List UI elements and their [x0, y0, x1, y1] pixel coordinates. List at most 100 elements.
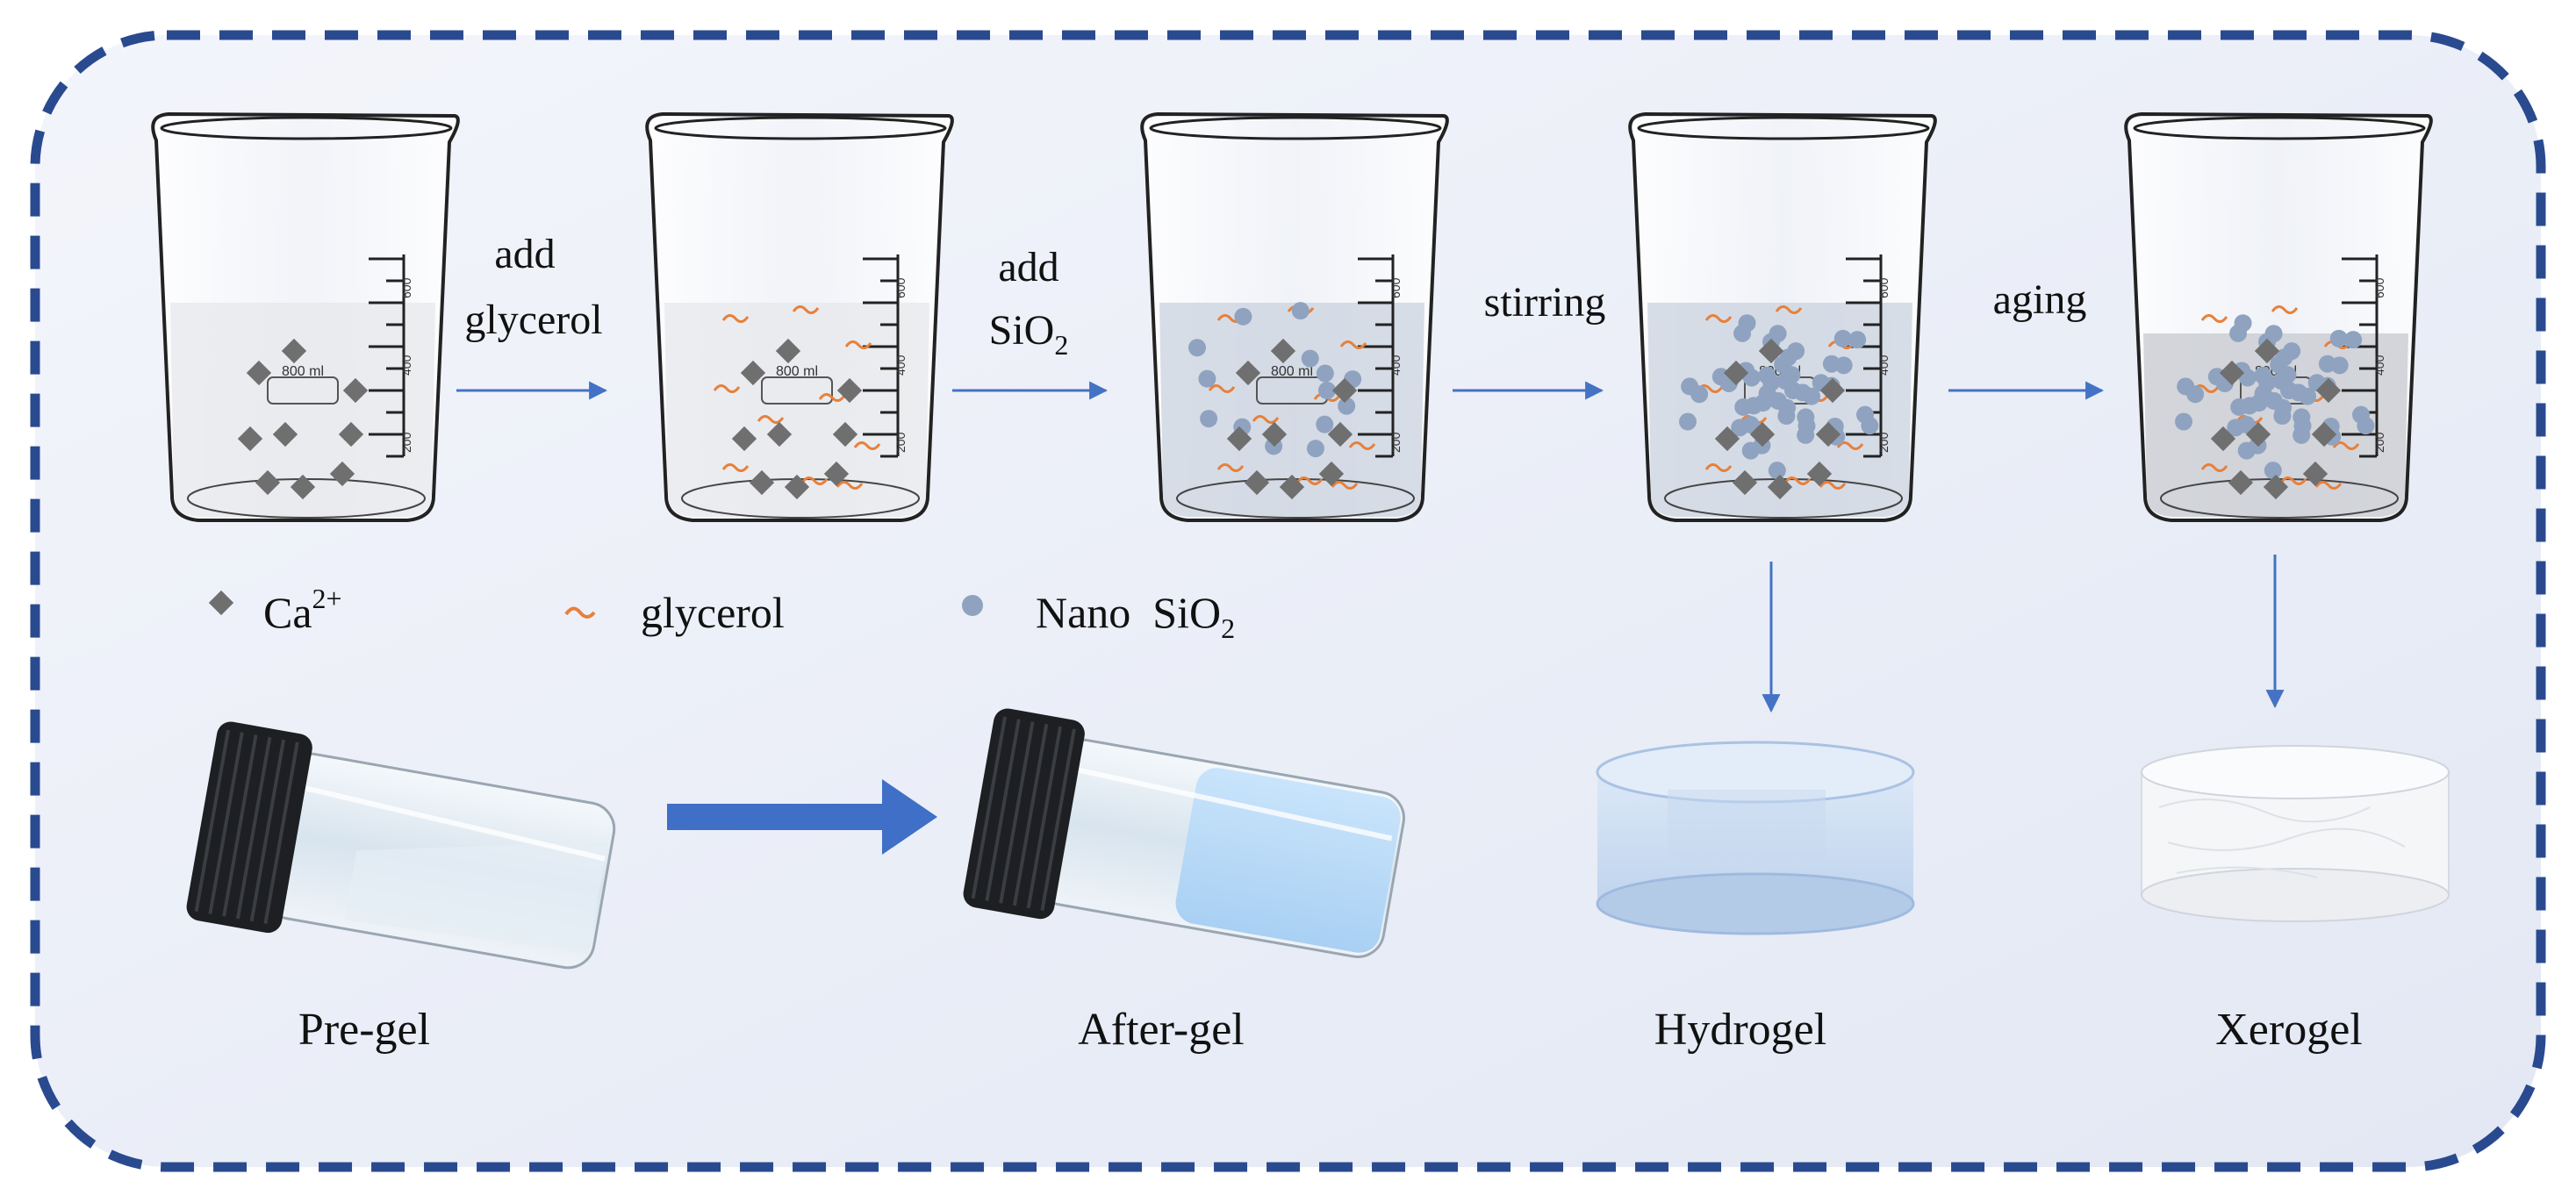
beaker-scale-tick: 400: [2372, 354, 2386, 376]
beaker-scale-tick: 400: [399, 354, 413, 376]
glycerol-molecule: [1704, 463, 1733, 472]
ca-ion: [740, 360, 766, 386]
glycerol-molecule: [2200, 463, 2228, 472]
ca-ion: [255, 469, 281, 496]
ca-ion: [2254, 338, 2280, 364]
legend-ca-sup: 2+: [312, 583, 342, 614]
sio2-particle: [2293, 426, 2311, 444]
sio2-particle: [1777, 407, 1796, 426]
ca-ion: [2245, 421, 2271, 448]
pre-gel-vial-cap: [186, 721, 312, 934]
sio2-particle: [2299, 387, 2317, 405]
ca-ion: [1714, 426, 1740, 452]
beaker-volume-label: 800 ml: [282, 364, 324, 379]
glycerol-molecule: [713, 384, 741, 393]
sio2-particle: [2230, 397, 2249, 416]
glycerol-molecule: [721, 314, 750, 323]
sio2-particle: [1769, 391, 1787, 410]
beaker-volume-label: 800 ml: [776, 364, 818, 379]
arrow-label-add-2: add: [998, 244, 1058, 290]
ca-ion: [1235, 360, 1261, 386]
label-after-gel: After-gel: [1078, 1005, 1245, 1055]
sio2-particle: [1291, 302, 1310, 320]
sio2-particle: [1316, 364, 1334, 383]
glycerol-molecule: [757, 415, 785, 424]
ca-ion: [2311, 421, 2337, 448]
ca-ion: [2228, 469, 2254, 496]
beaker-scale-tick: 200: [2372, 432, 2386, 453]
glycerol-molecule: [1331, 481, 1359, 490]
beaker-scale-tick: 600: [399, 277, 413, 298]
ca-ion: [2315, 377, 2342, 404]
arrow-label-add-1: add: [494, 231, 555, 277]
ca-ion: [1261, 421, 1288, 448]
glycerol-molecule: [2279, 476, 2307, 485]
ca-ion: [2263, 474, 2289, 500]
ca-ion: [281, 338, 307, 364]
sio2-particle: [2254, 366, 2272, 384]
sio2-particle: [2234, 314, 2252, 333]
sio2-particle: [2273, 407, 2292, 426]
ca-ion: [1279, 474, 1305, 500]
sio2-particle: [1318, 382, 1336, 399]
sio2-particle: [1338, 397, 1356, 415]
glycerol-molecule: [1216, 463, 1245, 472]
sio2-particle: [1188, 339, 1207, 357]
beaker-scale-tick: 600: [1876, 277, 1891, 298]
glycerol-molecule: [844, 340, 872, 349]
glycerol-molecule: [1704, 314, 1733, 323]
sio2-particle: [1731, 419, 1749, 437]
glycerol-molecule: [1819, 481, 1847, 490]
sio2-particle: [1200, 410, 1218, 428]
ca-ion: [832, 421, 858, 448]
arrow-label-glycerol: glycerol: [464, 297, 602, 343]
sio2-particle: [1738, 314, 1756, 333]
legend-ca-main: Ca: [263, 588, 312, 637]
ca-ion: [338, 421, 364, 448]
ca-ion: [1331, 377, 1358, 404]
ca-ion: [342, 377, 369, 404]
arrow-label-sio2: SiO2: [989, 307, 1069, 361]
sio2-particle: [1803, 387, 1821, 405]
ca-ion: [2219, 360, 2245, 386]
ca-ion: [1815, 421, 1841, 448]
sio2-particle: [2330, 356, 2349, 375]
glycerol-molecule: [836, 481, 864, 490]
ca-ion: [1819, 377, 1846, 404]
glycerol-molecule: [853, 441, 881, 450]
glycerol-molecule: [818, 393, 846, 402]
ca-ion: [237, 426, 263, 452]
ca-ion: [823, 461, 850, 487]
legend-glycerol-label: glycerol: [641, 588, 785, 637]
ca-ion: [775, 338, 801, 364]
label-pre-gel: Pre-gel: [298, 1005, 430, 1055]
glycerol-molecule: [2271, 305, 2299, 314]
ca-ion: [1767, 474, 1793, 500]
beaker-scale-tick: 400: [1388, 354, 1403, 376]
beaker-liquid: [170, 303, 435, 517]
beaker-scale-tick: 200: [1388, 432, 1403, 453]
legend-ca-label: Ca2+: [263, 583, 342, 637]
legend-glycerol-symbol: [564, 606, 596, 619]
glycerol-molecule: [1339, 340, 1367, 349]
legend-sio2-symbol: [962, 595, 983, 616]
xerogel-disc: [2141, 745, 2450, 922]
sio2-particle: [2264, 462, 2282, 480]
pre-gel-vial: [186, 721, 616, 970]
ca-ion: [1244, 469, 1270, 496]
ca-ion: [1806, 461, 1833, 487]
sio2-particle: [1234, 307, 1252, 326]
ca-ion: [290, 474, 316, 500]
gelation-arrow: [667, 779, 937, 855]
ca-ion: [1723, 360, 1749, 386]
ca-ion: [1270, 338, 1296, 364]
beaker-volume-label: 800 ml: [1271, 364, 1313, 379]
sio2-particle: [1797, 426, 1815, 444]
after-gel-vial-gel: [1175, 768, 1401, 953]
glycerol-molecule: [1783, 476, 1812, 485]
